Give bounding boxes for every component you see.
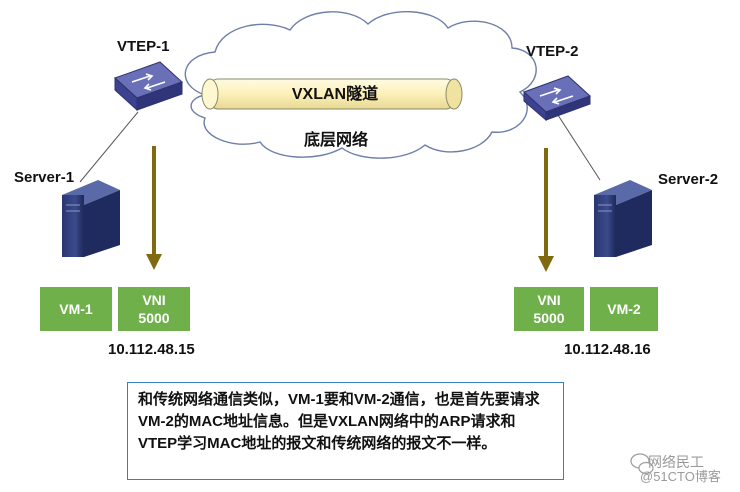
- vm1-box: VM-1: [40, 287, 112, 331]
- server1-label: Server-1: [14, 169, 74, 186]
- vni-left-line1: VNI: [142, 292, 166, 308]
- server1-icon: [62, 180, 120, 257]
- vni-right-line1: VNI: [537, 292, 561, 308]
- server2-icon: [594, 180, 652, 257]
- wechat-icon: [630, 453, 654, 475]
- vni-left-box: VNI 5000: [118, 287, 190, 331]
- vtep2-label: VTEP-2: [526, 43, 579, 60]
- underlay-label: 底层网络: [304, 130, 368, 149]
- explanation-note: 和传统网络通信类似，VM-1要和VM-2通信，也是首先要请求VM-2的MAC地址…: [127, 382, 564, 480]
- watermark-line2: @51CTO博客: [640, 469, 721, 484]
- vtep2-switch-icon: [523, 75, 591, 122]
- server2-label: Server-2: [658, 171, 718, 188]
- vni-left-line2: 5000: [138, 310, 170, 326]
- link-server1-vtep1: [79, 111, 139, 183]
- vxlan-tunnel: [201, 78, 463, 110]
- vm1-label: VM-1: [59, 301, 93, 317]
- vm2-box: VM-2: [590, 287, 658, 331]
- left-ip-address: 10.112.48.15: [108, 341, 195, 358]
- vtep1-switch-icon: [114, 61, 183, 112]
- watermark-line1: 网络民工: [648, 454, 704, 470]
- vm2-label: VM-2: [607, 301, 641, 317]
- vni-right-line2: 5000: [533, 310, 565, 326]
- vtep1-label: VTEP-1: [117, 38, 170, 55]
- link-server2-vtep2: [555, 111, 601, 181]
- watermark: 网络民工 @51CTO博客: [622, 452, 738, 484]
- right-ip-address: 10.112.48.16: [564, 341, 651, 358]
- tunnel-label: VXLAN隧道: [292, 84, 378, 103]
- explanation-text: 和传统网络通信类似，VM-1要和VM-2通信，也是首先要请求VM-2的MAC地址…: [138, 391, 540, 452]
- vni-right-box: VNI 5000: [514, 287, 584, 331]
